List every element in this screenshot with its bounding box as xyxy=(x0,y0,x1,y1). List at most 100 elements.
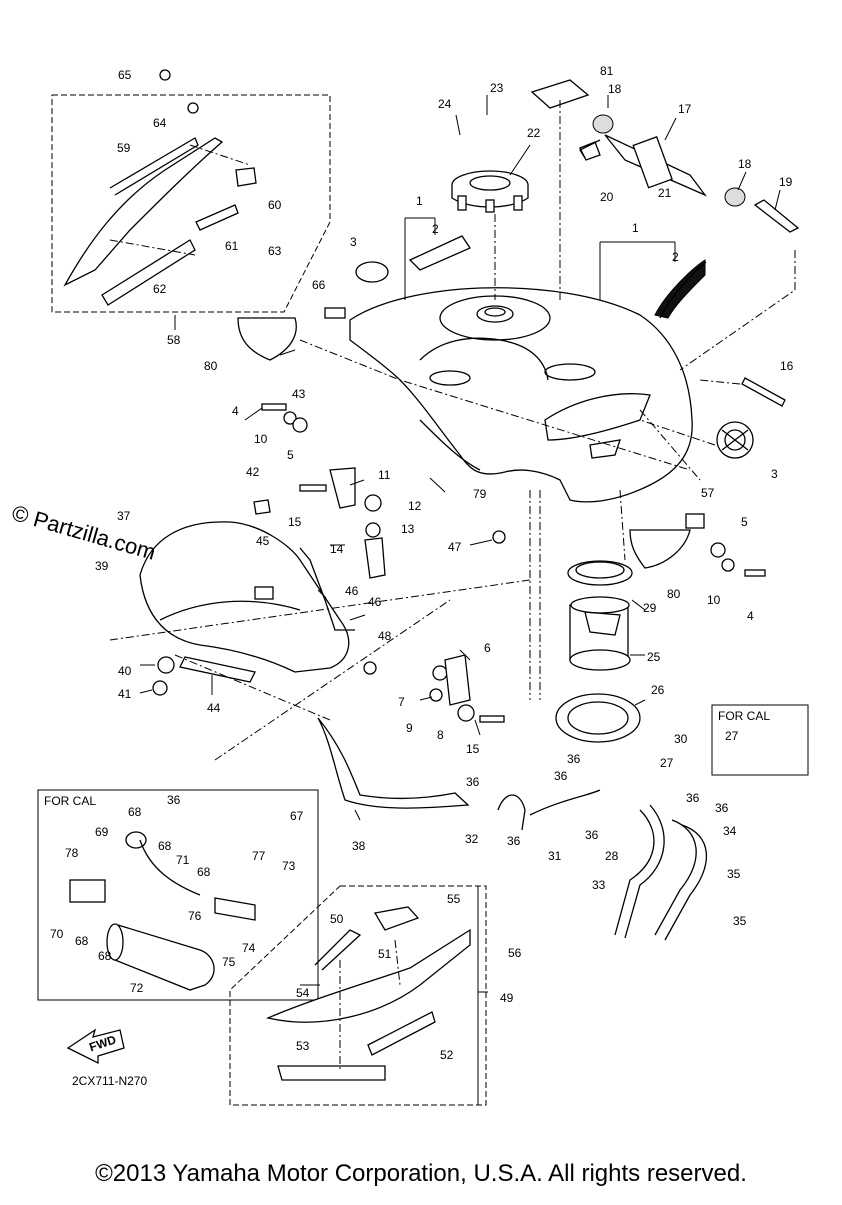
part-label: 62 xyxy=(153,282,167,296)
part-label: 50 xyxy=(330,912,344,926)
part-label: 53 xyxy=(296,1039,310,1053)
part-label: 8 xyxy=(437,728,444,742)
part-label: 36 xyxy=(507,834,521,848)
part-label: 56 xyxy=(508,946,522,960)
part-label: 31 xyxy=(548,849,562,863)
part-label: 10 xyxy=(707,593,721,607)
part-labels: 65 64 59 60 61 63 62 58 24 23 22 81 18 1… xyxy=(44,64,794,1088)
part-label: 42 xyxy=(246,465,260,479)
part-label: 66 xyxy=(312,278,326,292)
part-label: 24 xyxy=(438,97,452,111)
pad-44 xyxy=(179,656,256,683)
part-label: 74 xyxy=(242,941,256,955)
for-cal-box-right xyxy=(711,704,809,776)
part-label: 12 xyxy=(408,499,422,513)
cover-51 xyxy=(265,928,471,1023)
leader-lines xyxy=(109,100,796,1070)
part-label: 16 xyxy=(780,359,794,373)
hose-31 xyxy=(529,789,601,816)
diagram-id: 2CX711-N270 xyxy=(72,1074,147,1088)
part-label: 80 xyxy=(204,359,218,373)
part-label: 9 xyxy=(406,721,413,735)
fuel-tank xyxy=(349,287,693,503)
part-label: 36 xyxy=(585,828,599,842)
part-label: 4 xyxy=(232,404,239,418)
group-box-49 xyxy=(229,885,487,1106)
part-label: 79 xyxy=(473,487,487,501)
seat-cowl-37 xyxy=(139,521,350,673)
part-label: 14 xyxy=(330,542,344,556)
part-label: 22 xyxy=(527,126,541,140)
fuel-cap xyxy=(451,170,529,213)
part-label: 52 xyxy=(440,1048,454,1062)
part-label: 11 xyxy=(378,468,391,482)
part-label: 5 xyxy=(287,448,294,462)
part-label: 70 xyxy=(50,927,64,941)
bracket-46 xyxy=(299,547,355,631)
copyright-notice: ©2013 Yamaha Motor Corporation, U.S.A. A… xyxy=(95,1160,747,1187)
part-label: 68 xyxy=(197,865,211,879)
part-label: 13 xyxy=(401,522,415,536)
part-label: 64 xyxy=(153,116,167,130)
canister-72 xyxy=(69,831,256,991)
part-label: 29 xyxy=(643,601,657,615)
part-label: 43 xyxy=(292,387,306,401)
part-label: 3 xyxy=(350,235,357,249)
part-label: 36 xyxy=(567,752,581,766)
gasket-26 xyxy=(555,693,641,743)
part-label: 68 xyxy=(158,839,172,853)
part-label: 23 xyxy=(490,81,504,95)
part-label: 44 xyxy=(207,701,221,715)
part-label: 18 xyxy=(738,157,752,171)
part-label: 18 xyxy=(608,82,622,96)
part-label: 72 xyxy=(130,981,144,995)
for-cal-label-right: FOR CAL xyxy=(718,709,770,723)
part-label: 33 xyxy=(592,878,606,892)
part-label: 55 xyxy=(447,892,461,906)
part-label: 32 xyxy=(465,832,479,846)
pad-62 xyxy=(101,239,196,306)
part-label: 47 xyxy=(448,540,462,554)
fuel-pump-module-25 xyxy=(567,560,633,671)
part-label: 27 xyxy=(660,756,674,770)
part-label: 36 xyxy=(554,769,568,783)
part-label: 46 xyxy=(345,584,359,598)
part-label: 38 xyxy=(352,839,366,853)
part-label: 71 xyxy=(176,853,190,867)
part-label: 75 xyxy=(222,955,236,969)
clip-60 xyxy=(235,167,257,187)
part-label: 37 xyxy=(117,509,131,523)
part-label: 51 xyxy=(378,947,392,961)
part-label: 1 xyxy=(632,221,639,235)
part-label: 60 xyxy=(268,198,282,212)
part-label: 1 xyxy=(416,194,423,208)
part-label: 2 xyxy=(672,250,679,264)
part-label: 61 xyxy=(225,239,239,253)
part-label: 54 xyxy=(296,986,310,1000)
part-label: 63 xyxy=(268,244,282,258)
decal-2-left xyxy=(408,235,471,271)
part-label: 2 xyxy=(432,222,439,236)
hose-34b xyxy=(664,824,708,941)
part-label: 19 xyxy=(779,175,793,189)
part-label: 73 xyxy=(282,859,296,873)
part-label: 68 xyxy=(128,805,142,819)
hose-32 xyxy=(497,794,526,831)
part-label: 48 xyxy=(378,629,392,643)
part-label: 36 xyxy=(466,775,480,789)
part-label: 77 xyxy=(252,849,266,863)
part-label: 7 xyxy=(398,695,405,709)
part-label: 57 xyxy=(701,486,715,500)
part-label: 10 xyxy=(254,432,268,446)
rod-50 xyxy=(314,929,362,971)
part-label: 76 xyxy=(188,909,202,923)
part-label: 6 xyxy=(484,641,491,655)
fwd-arrow: FWD xyxy=(66,1028,125,1065)
part-label: 58 xyxy=(167,333,181,347)
bracket-51b xyxy=(373,906,420,931)
part-label: 15 xyxy=(466,742,480,756)
fuel-pump-assembly-17 xyxy=(579,114,800,233)
hose-33 xyxy=(614,809,655,936)
pad-53 xyxy=(277,1065,386,1081)
